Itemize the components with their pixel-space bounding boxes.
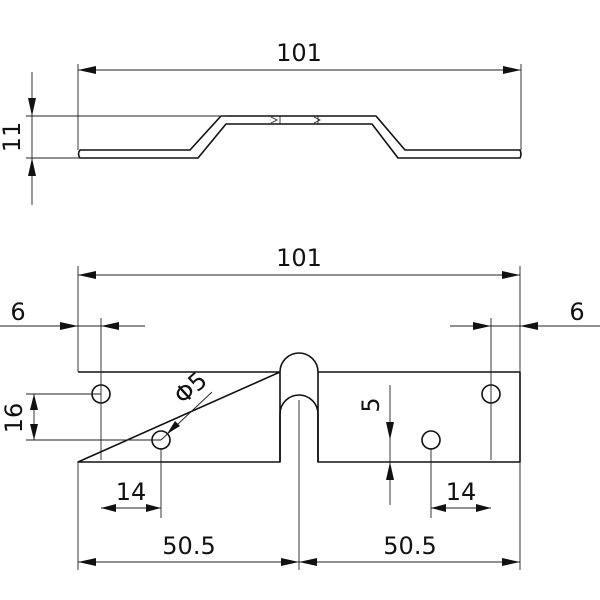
slot-dim-label: 5 [357, 397, 385, 412]
slot-arrow-top [386, 422, 394, 440]
right-half-label: 50.5 [383, 532, 436, 560]
side-height-label: 11 [0, 122, 26, 153]
top-width-arrow-right [502, 271, 520, 279]
left-offset-arrow-inner [101, 322, 119, 330]
left-spacing-arrow-left [101, 504, 116, 512]
right-offset-arrow-outer [520, 322, 538, 330]
half-arrow-left-outer [78, 558, 96, 566]
hole-diameter-arrow [167, 421, 180, 434]
plate-height-arrow-top [30, 394, 38, 410]
side-center-marks [270, 116, 322, 124]
top-view: 101 6 6 16 Φ5 5 14 [0, 244, 600, 570]
top-width-arrow-left [78, 271, 96, 279]
right-spacing-arrow-right [476, 504, 491, 512]
side-height-arrow-bottom [28, 158, 36, 176]
half-arrow-right-outer [502, 558, 520, 566]
plate-slot [279, 394, 319, 462]
right-offset-arrow-inner [473, 322, 491, 330]
left-spacing-arrow-right [146, 504, 161, 512]
side-profile-outline [77, 115, 522, 159]
plate-height-arrow-bottom [30, 424, 38, 440]
side-height-arrow-top [28, 98, 36, 116]
slot-arrow-bottom [386, 462, 394, 480]
side-width-label: 101 [276, 39, 322, 67]
left-half-label: 50.5 [162, 532, 215, 560]
side-width-arrow-right [503, 66, 521, 74]
hole-bottom-right [421, 430, 441, 450]
left-offset-label: 6 [10, 298, 25, 326]
right-spacing-label: 14 [446, 478, 477, 506]
plate-height-label: 16 [0, 403, 28, 434]
half-arrow-left-inner [281, 558, 299, 566]
side-width-arrow-left [78, 66, 96, 74]
side-view: 101 11 [0, 39, 522, 205]
top-width-label: 101 [276, 244, 322, 272]
right-spacing-arrow-left [431, 504, 446, 512]
left-offset-arrow-outer [60, 322, 78, 330]
half-arrow-right-inner [299, 558, 317, 566]
left-spacing-label: 14 [116, 478, 147, 506]
right-offset-label: 6 [569, 298, 584, 326]
